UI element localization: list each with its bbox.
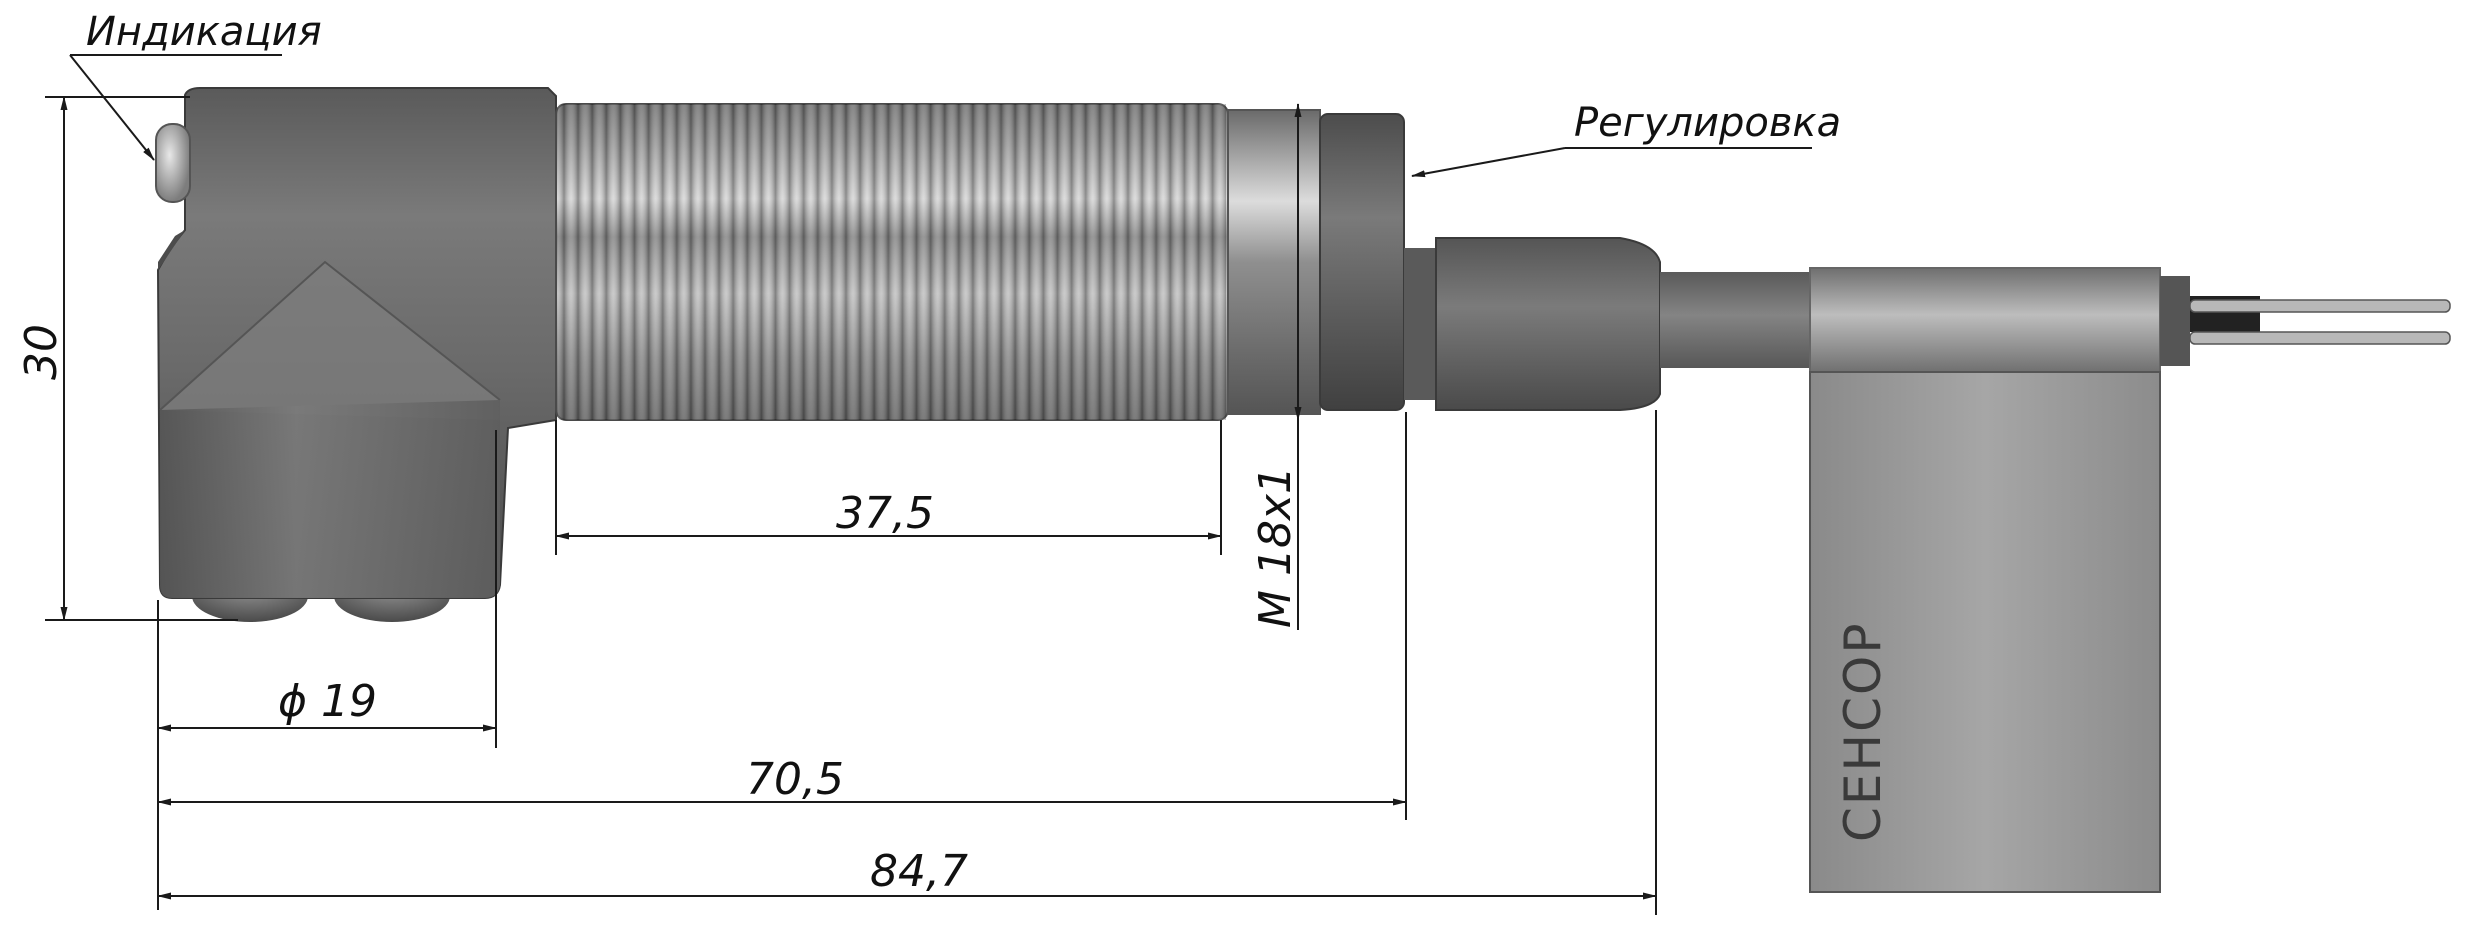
brand-label: СЕНСОР	[1834, 621, 1892, 842]
callout-adjustment-label: Регулировка	[1574, 100, 1841, 146]
wire-lower	[2189, 331, 2451, 345]
dimension-diameter-label: ϕ 19	[278, 676, 377, 727]
dimension-thread-spec: М 18х1	[1250, 103, 1302, 630]
dimension-total-length-label: 84,7	[870, 846, 968, 897]
cable	[1660, 272, 1810, 368]
dimension-thread-length: 37,5	[555, 420, 1222, 555]
housing-facet	[160, 262, 500, 420]
cable-gland	[1404, 248, 1436, 400]
dimension-total-length: 84,7	[157, 410, 1657, 915]
cable-gland-body	[1435, 237, 1661, 411]
wire-sheath	[2160, 276, 2190, 366]
label-band	[1809, 267, 2161, 373]
callout-indication-label: Индикация	[86, 9, 322, 55]
dimension-height: 30	[16, 96, 238, 621]
callout-indication: Индикация	[69, 9, 322, 161]
dimension-thread-length-label: 37,5	[836, 488, 934, 539]
indicator-led	[155, 123, 191, 203]
wire-upper	[2189, 299, 2451, 313]
sensor-body	[155, 87, 2451, 893]
dimension-diameter: ϕ 19	[157, 430, 497, 910]
dimension-body-length: 70,5	[157, 412, 1407, 820]
callout-adjustment: Регулировка	[1411, 100, 1841, 178]
polished-sleeve	[1227, 109, 1321, 415]
label-tag	[1809, 371, 2161, 893]
dimension-thread-spec-label: М 18х1	[1250, 466, 1301, 628]
adjustment-nut	[1319, 113, 1405, 411]
dimension-height-label: 30	[16, 324, 67, 380]
dimension-body-length-label: 70,5	[746, 754, 844, 805]
